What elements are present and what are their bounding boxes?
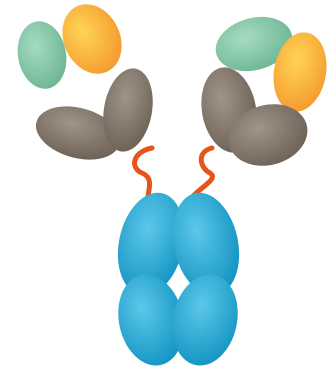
fc-domain-lower-right [164, 268, 246, 370]
fab-arm-left [12, 0, 158, 168]
fab-arm-right [195, 9, 331, 175]
fc-region [109, 186, 248, 370]
